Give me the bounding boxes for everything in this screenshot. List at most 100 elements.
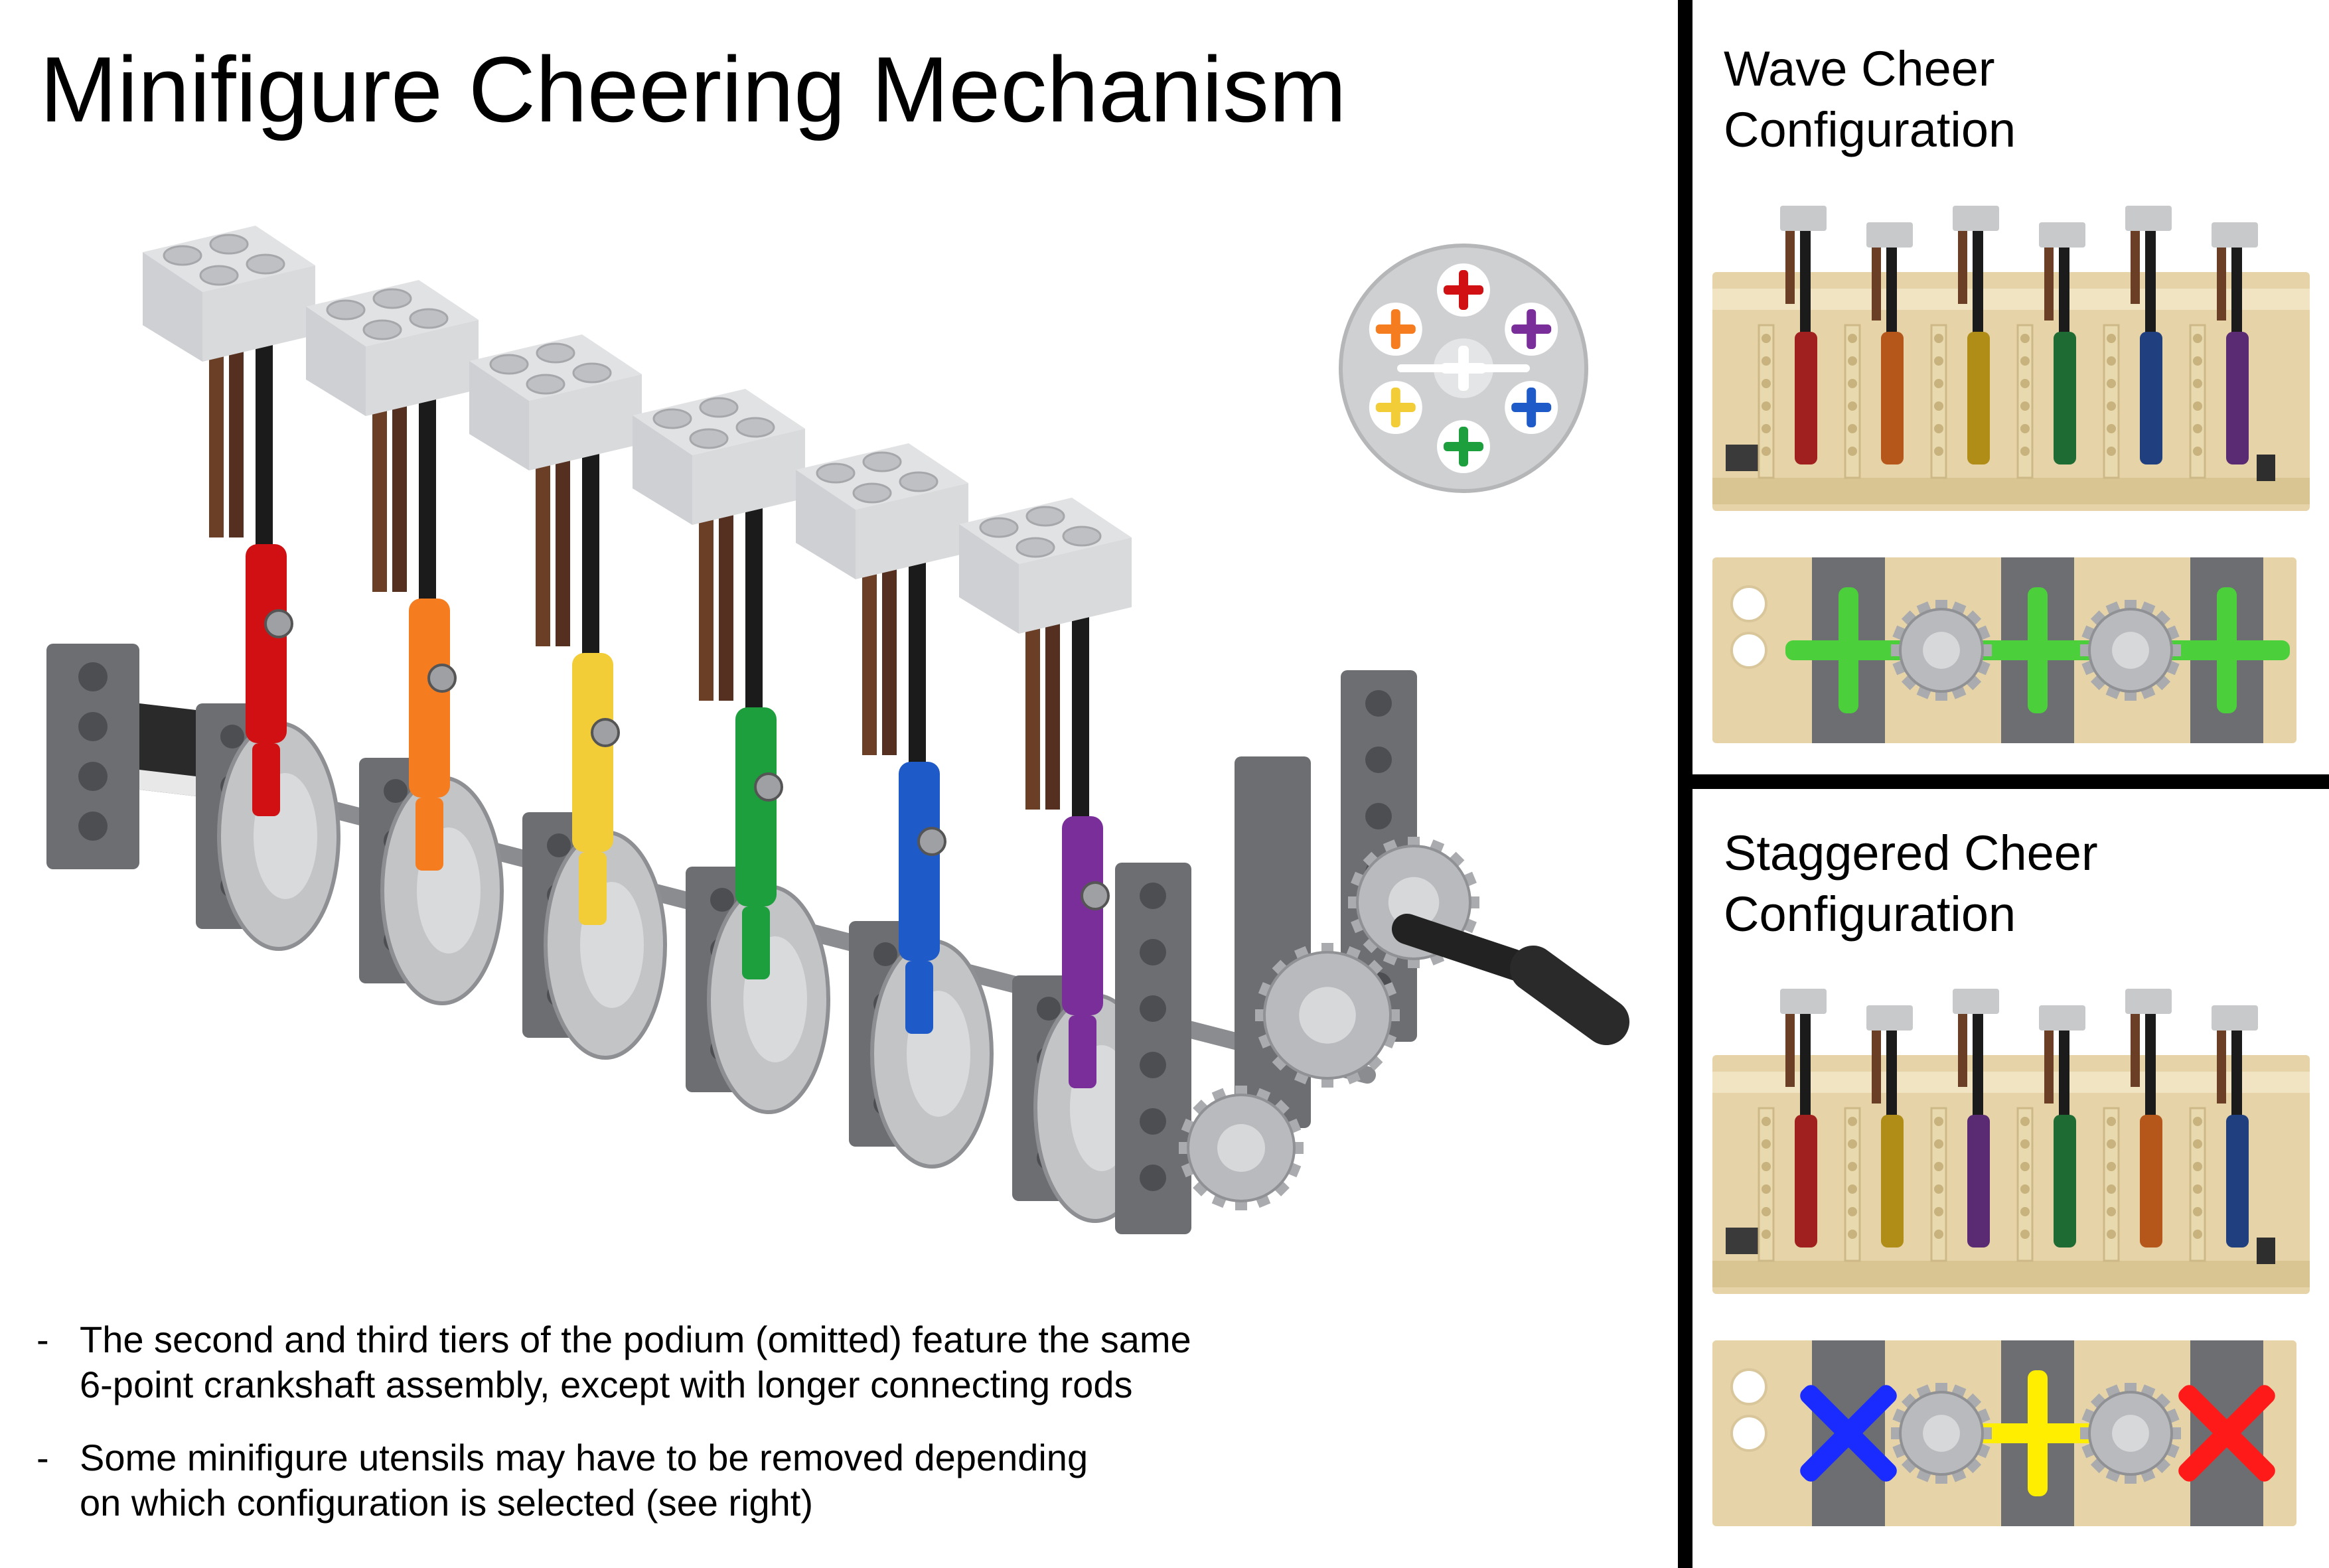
minifig-brick bbox=[1953, 989, 1999, 1014]
brown-rod bbox=[209, 345, 224, 537]
post-hole bbox=[2107, 1139, 2116, 1149]
beam-hole bbox=[1365, 690, 1392, 717]
beam-hole bbox=[78, 762, 108, 791]
pin-joint bbox=[1081, 881, 1110, 910]
drive-gear bbox=[1255, 943, 1400, 1088]
axle-mark-yellow bbox=[1975, 1370, 2101, 1496]
hub-axle-yellow bbox=[1390, 388, 1400, 427]
axle-mark-bar bbox=[2178, 1385, 2275, 1482]
post-hole bbox=[2020, 1162, 2030, 1171]
staggered-cheer-title: Staggered Cheer Configuration bbox=[1724, 823, 2098, 945]
idler-gear bbox=[1891, 1383, 1992, 1484]
rod-end bbox=[579, 852, 607, 925]
minifig-brick bbox=[2125, 989, 2172, 1014]
utensil-rod bbox=[2044, 248, 2054, 321]
post-hole bbox=[2107, 1207, 2116, 1216]
post-hole bbox=[1762, 1184, 1771, 1194]
hub-axle-red bbox=[1459, 270, 1468, 310]
brick-stud bbox=[1062, 526, 1102, 547]
brick-side bbox=[796, 470, 856, 579]
frame-hole bbox=[1730, 1415, 1767, 1452]
post-hole bbox=[1762, 447, 1771, 456]
beam-hole bbox=[1037, 997, 1061, 1021]
brick-stud bbox=[689, 428, 729, 449]
brick-front bbox=[856, 483, 968, 579]
post-hole bbox=[2020, 424, 2030, 433]
connecting-rod-purple bbox=[1967, 1115, 1990, 1247]
brick-stud bbox=[852, 482, 892, 504]
idler-gear bbox=[2080, 600, 2181, 701]
note-bullet: - bbox=[37, 1319, 49, 1360]
post-hole bbox=[1934, 424, 1943, 433]
axle-mark-bar bbox=[2217, 587, 2237, 713]
beam-hole bbox=[710, 888, 734, 912]
minifig-brick bbox=[2125, 206, 2172, 231]
black-rod bbox=[256, 345, 273, 557]
connecting-rod bbox=[899, 762, 940, 961]
axle-mark-red bbox=[2178, 1385, 2275, 1482]
brick-side bbox=[306, 307, 366, 416]
utensil-rod bbox=[1785, 1014, 1795, 1087]
minifig-brick bbox=[2212, 1005, 2258, 1031]
beam-hole bbox=[1365, 803, 1392, 829]
utensil-rod bbox=[1958, 231, 1967, 304]
beam-hole bbox=[1140, 939, 1166, 965]
axle-mark-blue bbox=[1800, 1385, 1897, 1482]
post-hole bbox=[1848, 334, 1857, 343]
connecting-rod bbox=[572, 653, 613, 852]
beam-hole bbox=[78, 662, 108, 691]
axle-mark-bar bbox=[1800, 1385, 1897, 1482]
brick-stud bbox=[409, 308, 449, 329]
beam-hole bbox=[78, 812, 108, 841]
note-text-line: on which configuration is selected (see … bbox=[80, 1482, 814, 1524]
post-hole bbox=[2020, 334, 2030, 343]
post-hole bbox=[2193, 1230, 2202, 1239]
post-hole bbox=[1762, 1162, 1771, 1171]
post-hole bbox=[2193, 1139, 2202, 1149]
beam-hole bbox=[1140, 1052, 1166, 1078]
post-hole bbox=[2193, 401, 2202, 411]
post-hole bbox=[2193, 356, 2202, 366]
left-frame-beam bbox=[46, 644, 139, 869]
rod-end bbox=[742, 906, 770, 979]
horizontal-divider bbox=[1678, 774, 2329, 789]
beam-hole bbox=[873, 942, 897, 966]
brown-rod bbox=[229, 345, 244, 537]
axle-mark-bar bbox=[2028, 1370, 2048, 1496]
gear-hub bbox=[1923, 1415, 1960, 1452]
brick-front bbox=[1019, 537, 1132, 634]
connecting-rod-green bbox=[2054, 332, 2076, 464]
utensil-rod bbox=[2131, 1014, 2140, 1087]
note-bullet: - bbox=[37, 1437, 49, 1478]
post-hole bbox=[2107, 1184, 2116, 1194]
right-frame-beam bbox=[1115, 863, 1191, 1234]
utensil-rod bbox=[1872, 1031, 1881, 1104]
axle-mark-bar bbox=[2028, 587, 2048, 713]
post-hole bbox=[1934, 1162, 1943, 1171]
connecting-rod-yellow bbox=[1967, 332, 1990, 464]
hub-axle-blue bbox=[1527, 388, 1537, 427]
note-text-line: Some minifigure utensils may have to be … bbox=[80, 1437, 1089, 1478]
post-hole bbox=[1934, 447, 1943, 456]
post-hole bbox=[1762, 1117, 1771, 1126]
rod-end bbox=[1069, 1015, 1096, 1088]
rod-end bbox=[905, 961, 933, 1034]
panel-title-line: Staggered Cheer bbox=[1724, 825, 2098, 881]
brick-top bbox=[469, 334, 642, 401]
post-hole bbox=[1934, 356, 1943, 366]
brown-rod bbox=[372, 399, 387, 592]
post-hole bbox=[2107, 1230, 2116, 1239]
post-hole bbox=[1762, 401, 1771, 411]
post-hole bbox=[2193, 1117, 2202, 1126]
beam-hole bbox=[220, 725, 244, 748]
beam-hole bbox=[1365, 747, 1392, 773]
beam-hole bbox=[78, 712, 108, 741]
post-hole bbox=[2020, 1117, 2030, 1126]
hub-axle-orange bbox=[1390, 309, 1400, 349]
black-rod bbox=[745, 508, 763, 721]
post-hole bbox=[2193, 379, 2202, 388]
post-hole bbox=[2020, 447, 2030, 456]
frame-connector bbox=[2257, 455, 2275, 481]
minifig-brick bbox=[1953, 206, 1999, 231]
brick-stud bbox=[699, 397, 739, 418]
